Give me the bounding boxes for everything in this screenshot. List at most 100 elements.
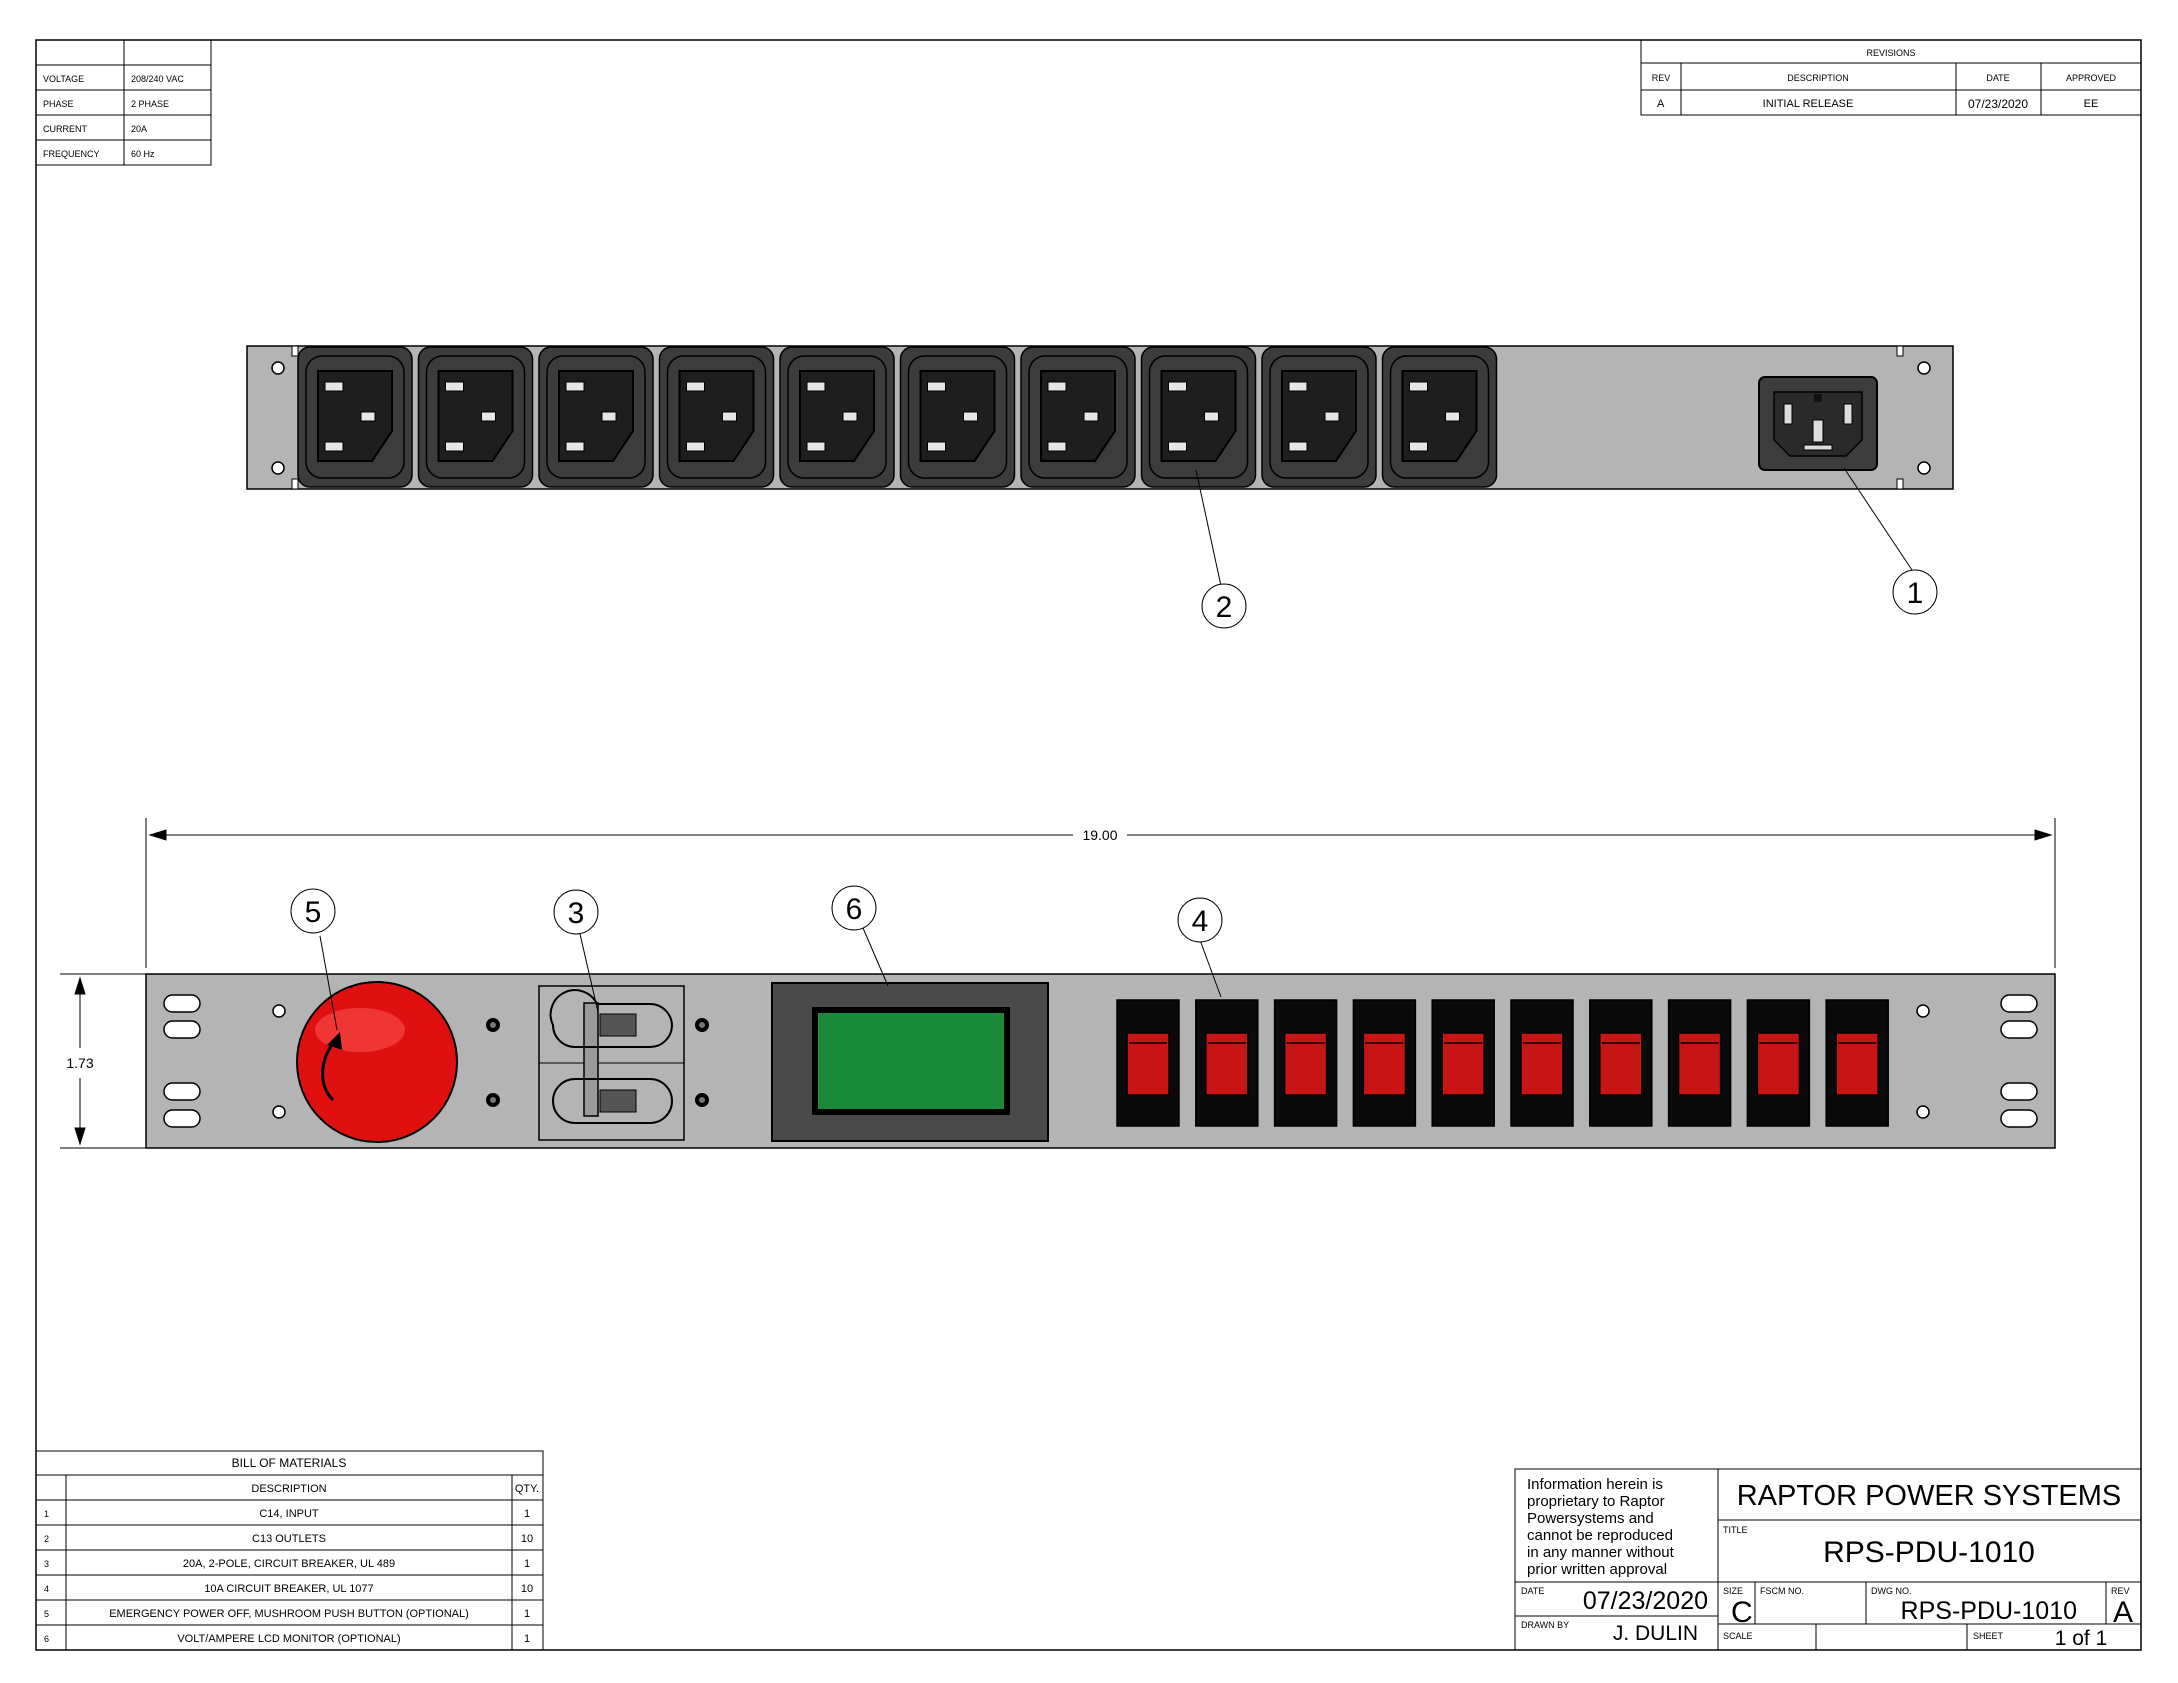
lcd-monitor <box>771 982 1049 1142</box>
drawing-date: 07/23/2020 <box>1583 1587 1708 1615</box>
rev-approved: EE <box>2084 98 2099 110</box>
rev-date: 07/23/2020 <box>1968 97 2028 111</box>
emergency-stop-button <box>296 981 458 1143</box>
breaker-switch <box>1431 999 1495 1127</box>
breaker-switch <box>1195 999 1259 1127</box>
rack-slot <box>2000 994 2038 1013</box>
title-block-text: Information herein is proprietary to Rap… <box>1521 1476 2133 1650</box>
panel-notch <box>1896 345 1904 357</box>
rack-slot <box>163 1020 201 1039</box>
callout-number: 5 <box>305 896 322 929</box>
bom-qty-header: QTY. <box>515 1483 539 1495</box>
c13-outlet <box>1140 346 1257 488</box>
drawn-by-label: DRAWN BY <box>1521 1620 1569 1630</box>
spec-label: VOLTAGE <box>43 74 84 84</box>
breaker-switch <box>1510 999 1574 1127</box>
breaker-switch <box>1589 999 1653 1127</box>
callout-number: 4 <box>1192 905 1209 938</box>
c13-outlet <box>297 346 413 488</box>
title-label: TITLE <box>1723 1525 1748 1535</box>
dwg-number: RPS-PDU-1010 <box>1901 1597 2077 1625</box>
leader-line <box>579 933 599 1013</box>
size-label: SIZE <box>1723 1586 1743 1596</box>
breaker-switch <box>1746 999 1811 1127</box>
screws <box>486 1018 709 1107</box>
notice-line: Information herein is <box>1527 1476 1663 1493</box>
outlet-breakers <box>1116 999 1889 1127</box>
height-dimension-value: 1.73 <box>66 1055 93 1071</box>
leader-line <box>319 935 338 1031</box>
revisions-text: REVISIONS REV DESCRIPTION DATE APPROVED … <box>1652 48 2117 111</box>
bom-item-no: 4 <box>44 1584 49 1594</box>
rack-slot <box>2000 1082 2038 1101</box>
leader-line <box>1195 469 1222 587</box>
bom-table <box>35 1450 544 1651</box>
c13-outlet <box>658 346 775 488</box>
revisions-table <box>1640 39 2142 116</box>
revisions-title: REVISIONS <box>1866 48 1915 58</box>
mount-hole <box>1916 1105 1930 1119</box>
title-block <box>1514 1468 2142 1651</box>
bom-item-description: VOLT/AMPERE LCD MONITOR (OPTIONAL) <box>177 1633 400 1645</box>
spec-label: FREQUENCY <box>43 149 100 159</box>
mount-hole <box>272 1004 286 1018</box>
drawn-by: J. DULIN <box>1613 1622 1698 1645</box>
bom-item-description: 10A CIRCUIT BREAKER, UL 1077 <box>204 1583 373 1595</box>
mount-hole <box>1917 461 1931 475</box>
callout-5: 5 <box>290 888 336 934</box>
spec-value: 60 Hz <box>131 149 155 159</box>
notice-line: cannot be reproduced <box>1527 1527 1673 1544</box>
leader-line <box>862 927 889 987</box>
notice-line: Powersystems and <box>1527 1510 1654 1527</box>
leader-line <box>1199 939 1222 998</box>
rack-slot <box>2000 1020 2038 1039</box>
leaders-front <box>319 927 1222 1031</box>
notice-line: prior written approval <box>1527 1561 1667 1578</box>
callout-number: 6 <box>846 893 863 926</box>
spec-label: PHASE <box>43 99 74 109</box>
fscm-label: FSCM NO. <box>1760 1586 1804 1596</box>
notice-line: proprietary to Raptor <box>1527 1493 1665 1510</box>
callout-6: 6 <box>831 885 877 931</box>
callout-2: 2 <box>1201 583 1247 629</box>
breaker-switch <box>1667 999 1732 1127</box>
spec-value: 2 PHASE <box>131 99 169 109</box>
rack-slot <box>2000 1109 2038 1128</box>
height-dimension <box>60 973 146 1149</box>
mount-hole <box>272 1105 286 1119</box>
date-header: DATE <box>1986 73 2009 83</box>
rotate-arrow-icon <box>321 1041 336 1102</box>
bom-item-qty: 10 <box>521 1583 533 1595</box>
rev-header: REV <box>1652 73 1671 83</box>
main-circuit-breaker <box>538 985 685 1141</box>
bom-item-description: C14, INPUT <box>259 1508 319 1520</box>
rev-description: INITIAL RELEASE <box>1763 98 1854 110</box>
c13-outlet <box>538 346 654 488</box>
panel-notch <box>291 478 299 490</box>
bom-item-description: EMERGENCY POWER OFF, MUSHROOM PUSH BUTTO… <box>109 1608 469 1620</box>
c13-outlet <box>1261 346 1377 488</box>
bom-item-qty: 1 <box>524 1508 530 1520</box>
c14-inlet <box>1758 376 1878 471</box>
bom-item-no: 2 <box>44 1534 49 1544</box>
breaker-switch <box>1825 999 1889 1127</box>
callout-number: 1 <box>1907 577 1924 610</box>
leader-line <box>1843 467 1913 571</box>
breaker-switch <box>1273 999 1338 1127</box>
front-panel <box>145 973 2056 1149</box>
notice-line: in any manner without <box>1527 1544 1675 1561</box>
panel-notch <box>1896 478 1904 490</box>
description-header: DESCRIPTION <box>1787 73 1849 83</box>
c13-outlet <box>417 346 534 488</box>
c13-outlet <box>779 346 895 488</box>
callout-number: 2 <box>1216 591 1233 624</box>
scale-label: SCALE <box>1723 1631 1753 1641</box>
rack-slot <box>163 1082 201 1101</box>
spec-value: 208/240 VAC <box>131 74 184 84</box>
rear-view <box>246 345 1954 490</box>
spec-table <box>35 39 212 166</box>
bom-item-no: 6 <box>44 1634 49 1644</box>
breaker-switch <box>1352 999 1417 1127</box>
bom-item-no: 3 <box>44 1559 49 1569</box>
mount-hole <box>271 361 285 375</box>
